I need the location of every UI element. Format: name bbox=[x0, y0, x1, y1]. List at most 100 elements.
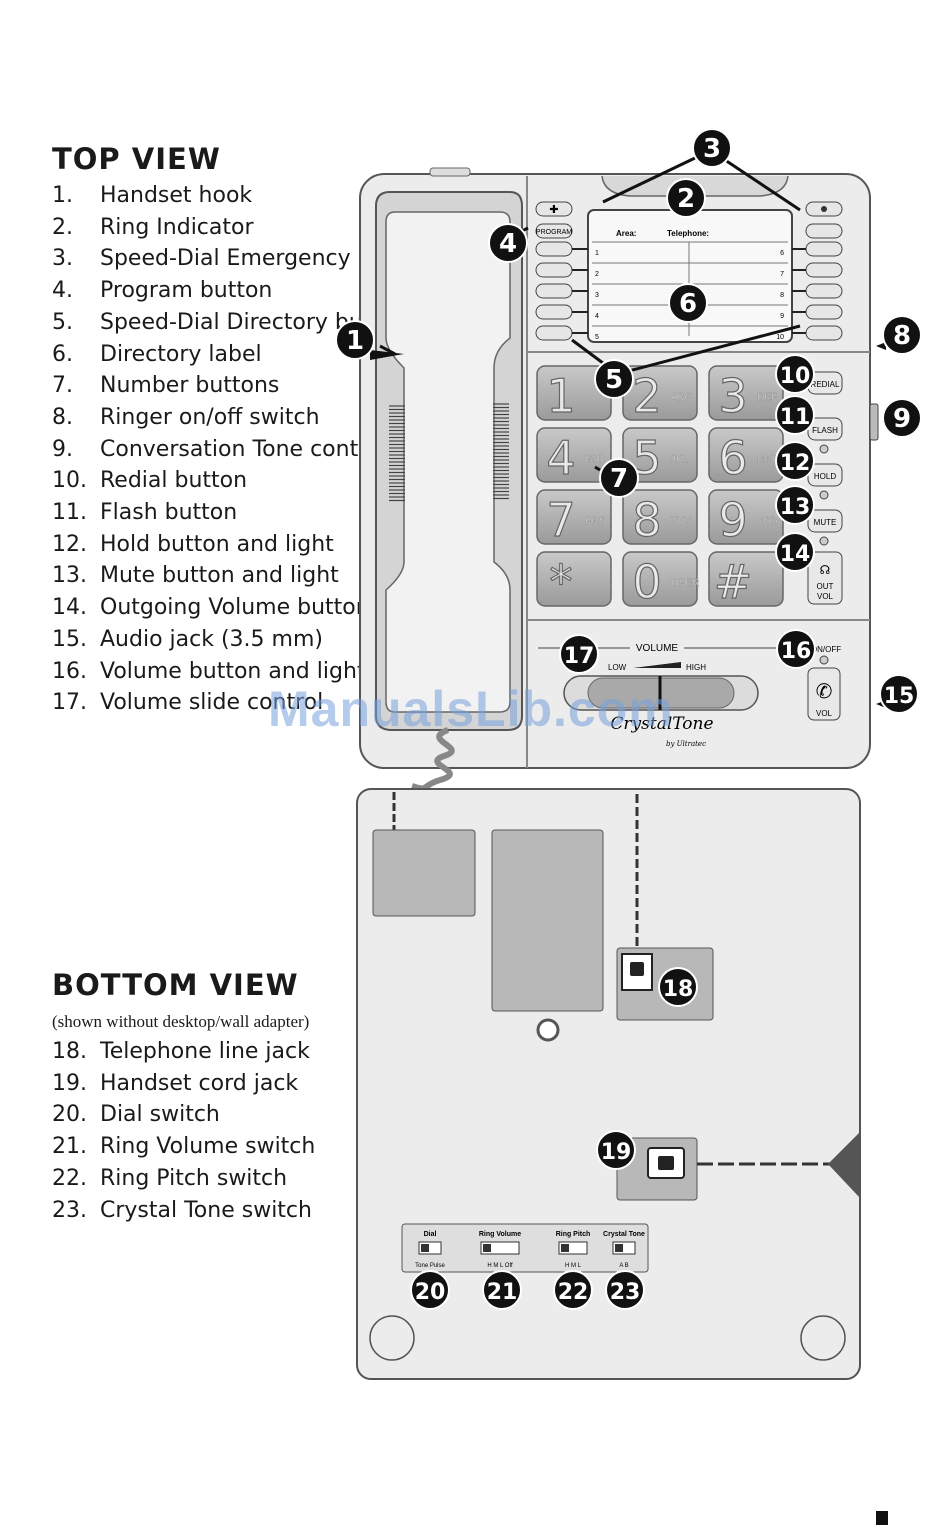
directory-area-label: Area: bbox=[616, 229, 636, 238]
callout-12: 12 bbox=[775, 441, 815, 481]
callout-8: 8 bbox=[882, 315, 922, 355]
callout-number: 9 bbox=[893, 404, 911, 434]
speed-dial-button[interactable] bbox=[805, 325, 843, 341]
speed-dial-button[interactable] bbox=[535, 325, 573, 341]
callout-22: 22 bbox=[553, 1270, 593, 1310]
indicator-light bbox=[819, 490, 829, 500]
key-digit: 3 bbox=[718, 369, 747, 423]
key-7[interactable] bbox=[536, 489, 612, 545]
program-label: PROGRAM bbox=[536, 229, 572, 236]
legend-number: 22. bbox=[52, 1165, 87, 1191]
legend-text: Telephone line jack bbox=[100, 1039, 310, 1064]
key-3[interactable] bbox=[708, 365, 784, 421]
callout-number: 2 bbox=[677, 184, 695, 214]
legend-item: 8.Ringer on/off switch bbox=[52, 402, 474, 434]
key-digit: 2 bbox=[632, 369, 661, 423]
key-letters: MNO bbox=[757, 454, 781, 465]
key-0[interactable] bbox=[622, 551, 698, 607]
bottom-panel-center bbox=[491, 829, 604, 1012]
speed-dial-button[interactable] bbox=[535, 241, 573, 257]
volume-low-label: LOW bbox=[608, 663, 627, 672]
callout-23: 23 bbox=[605, 1270, 645, 1310]
mute-button[interactable] bbox=[807, 509, 843, 533]
legend-number: 19. bbox=[52, 1070, 87, 1096]
program-button[interactable] bbox=[535, 223, 573, 239]
key-digit: 1 bbox=[546, 369, 575, 423]
conversation-tone-control[interactable] bbox=[869, 403, 879, 441]
callout-number: 6 bbox=[679, 289, 697, 319]
callout-7: 7 bbox=[599, 458, 639, 498]
legend-item: 15.Audio jack (3.5 mm) bbox=[52, 624, 474, 656]
key-4[interactable] bbox=[536, 427, 612, 483]
callout-number: 13 bbox=[780, 495, 811, 520]
legend-text: Directory label bbox=[100, 341, 262, 367]
key-digit: # bbox=[714, 555, 753, 609]
indicator-light bbox=[819, 444, 829, 454]
legend-text: Ring Indicator bbox=[100, 214, 254, 240]
top-view-heading: TOP VIEW bbox=[52, 142, 221, 176]
handset-cord bbox=[411, 727, 455, 792]
callout-number: 15 bbox=[884, 684, 915, 709]
legend-item: 10.Redial button bbox=[52, 465, 474, 497]
speed-dial-button[interactable] bbox=[805, 241, 843, 257]
legend-number: 2. bbox=[52, 214, 73, 240]
legend-text: Mute button and light bbox=[100, 563, 339, 589]
legend-item: 17.Volume slide control bbox=[52, 687, 474, 719]
speed-dial-button[interactable] bbox=[535, 283, 573, 299]
legend-text: Number buttons bbox=[100, 373, 280, 399]
foot-right bbox=[800, 1315, 846, 1361]
speed-dial-button[interactable] bbox=[535, 262, 573, 278]
key-8[interactable] bbox=[622, 489, 698, 545]
callout-20: 20 bbox=[410, 1270, 450, 1310]
directory-row-number: 2 bbox=[595, 271, 599, 278]
key-star[interactable] bbox=[536, 551, 612, 607]
key-5[interactable] bbox=[622, 427, 698, 483]
callout-2: 2 bbox=[666, 178, 706, 218]
directory-row-number: 8 bbox=[780, 292, 784, 299]
legend-item: 12.Hold button and light bbox=[52, 529, 474, 561]
legend-text: Ring Pitch switch bbox=[100, 1165, 288, 1191]
callout-number: 7 bbox=[610, 464, 628, 494]
legend-text: Handset cord jack bbox=[100, 1070, 299, 1096]
svg-text:✚: ✚ bbox=[549, 203, 558, 216]
speed-dial-button[interactable] bbox=[535, 304, 573, 320]
volume-button-label: VOL bbox=[816, 709, 833, 718]
legend-item: 20.Dial switch bbox=[52, 1099, 315, 1131]
directory-row-number: 7 bbox=[780, 271, 784, 278]
callout-number: 11 bbox=[780, 405, 811, 430]
callout-number: 5 bbox=[605, 365, 623, 395]
callout-21: 21 bbox=[482, 1270, 522, 1310]
legend-text: Redial button bbox=[100, 468, 248, 494]
key-pound[interactable] bbox=[708, 551, 784, 607]
speed-dial-button[interactable] bbox=[805, 304, 843, 320]
callout-number: 3 bbox=[703, 134, 721, 164]
volume-button[interactable] bbox=[807, 667, 841, 721]
legend-number: 13. bbox=[52, 563, 87, 589]
key-letters: WXY bbox=[757, 516, 780, 527]
callout-number: 10 bbox=[780, 364, 811, 389]
speed-dial-button[interactable] bbox=[805, 262, 843, 278]
legend-item: 21.Ring Volume switch bbox=[52, 1131, 315, 1163]
volume-high-label: HIGH bbox=[686, 663, 706, 672]
emergency-button-left[interactable] bbox=[535, 201, 573, 217]
callout-number: 12 bbox=[780, 451, 811, 476]
legend-item: 7.Number buttons bbox=[52, 370, 474, 402]
out-vol-label-2: VOL bbox=[817, 592, 834, 601]
speed-dial-button[interactable] bbox=[805, 283, 843, 299]
legend-text: Crystal Tone switch bbox=[100, 1197, 312, 1223]
key-digit: 5 bbox=[632, 431, 661, 485]
outgoing-volume-button[interactable] bbox=[807, 551, 843, 605]
bottom-view-subheading: (shown without desktop/wall adapter) bbox=[52, 1012, 310, 1031]
key-letters: PRS bbox=[585, 516, 606, 527]
callout-number: 4 bbox=[499, 229, 517, 259]
key-digit: 9 bbox=[718, 493, 747, 547]
legend-text: Audio jack (3.5 mm) bbox=[100, 626, 323, 652]
indicator-light bbox=[819, 536, 829, 546]
page-mark bbox=[876, 1511, 888, 1525]
callout-18: 18 bbox=[658, 967, 698, 1007]
hold-button-label: HOLD bbox=[814, 472, 836, 481]
legend-item: 23.Crystal Tone switch bbox=[52, 1195, 315, 1227]
